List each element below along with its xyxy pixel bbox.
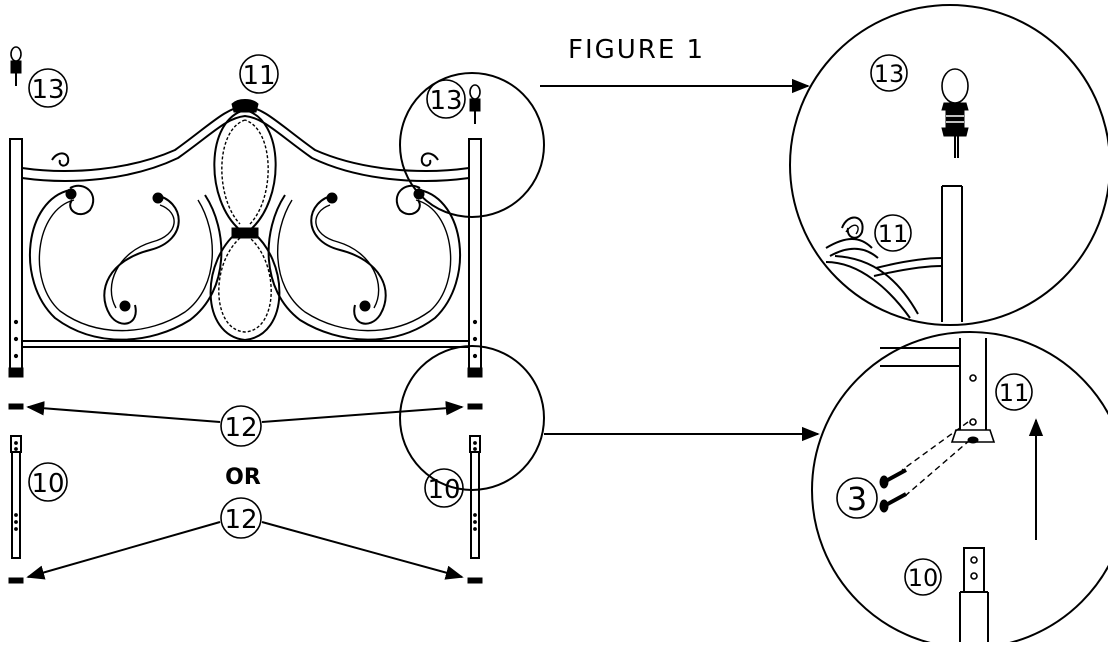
glide-lower-right (467, 577, 483, 584)
glide-upper-right (467, 403, 483, 410)
callout-13-left (28, 68, 68, 108)
finial-left-icon (10, 46, 22, 86)
detail-source-top (399, 72, 545, 218)
right-inner-scroll (310, 194, 387, 325)
zoom2-callout-11-label: 11 (999, 379, 1030, 407)
callout-13-left-label: 13 (31, 75, 64, 105)
left-outer-scroll (28, 189, 223, 341)
callout-13-right (426, 79, 466, 119)
zoom-detail-leg (811, 331, 1108, 646)
headboard (8, 99, 483, 378)
zoom2-callout-10-label: 10 (908, 564, 939, 592)
zoom1-callout-13-label: 13 (874, 60, 905, 88)
callout-12-lower (220, 497, 262, 539)
glide-lower-left (8, 577, 24, 584)
or-label: OR (225, 465, 261, 490)
center-collar (231, 227, 259, 239)
screw-icon (879, 468, 907, 489)
screw-icon (879, 492, 907, 513)
callout-10-left (28, 462, 68, 502)
finial-right-icon (469, 84, 481, 124)
leg-extension-right (469, 435, 481, 559)
zoom1-callout-11 (874, 214, 912, 252)
right-post-foot (467, 367, 483, 378)
center-fleur (209, 108, 281, 342)
callout-11-top (239, 54, 279, 94)
callout-10-left-label: 10 (31, 469, 64, 499)
zoom1-callout-11-label: 11 (878, 220, 909, 248)
callout-12-upper (220, 405, 262, 447)
glide-upper-left (8, 403, 24, 410)
callout-12-lower-label: 12 (224, 505, 257, 535)
leg-extension-left (10, 435, 22, 559)
callout-13-right-label: 13 (429, 86, 462, 116)
zoom2-callout-10 (904, 558, 942, 596)
zoom-detail-finial (789, 4, 1108, 326)
callout-11-top-label: 11 (242, 61, 275, 91)
zoom2-callout-3 (836, 477, 878, 519)
detail-source-bottom (399, 345, 545, 491)
left-inner-scroll (103, 194, 180, 325)
zoom1-callout-13 (870, 54, 908, 92)
callout-12-upper-label: 12 (224, 413, 257, 443)
callout-10-right-label: 10 (427, 475, 460, 505)
zoom2-callout-11 (995, 373, 1033, 411)
zoom2-callout-3-label: 3 (847, 480, 867, 518)
center-crown (231, 99, 259, 113)
right-outer-scroll (267, 189, 462, 341)
left-post-foot (8, 367, 24, 378)
figure-title: FIGURE 1 (568, 35, 705, 65)
